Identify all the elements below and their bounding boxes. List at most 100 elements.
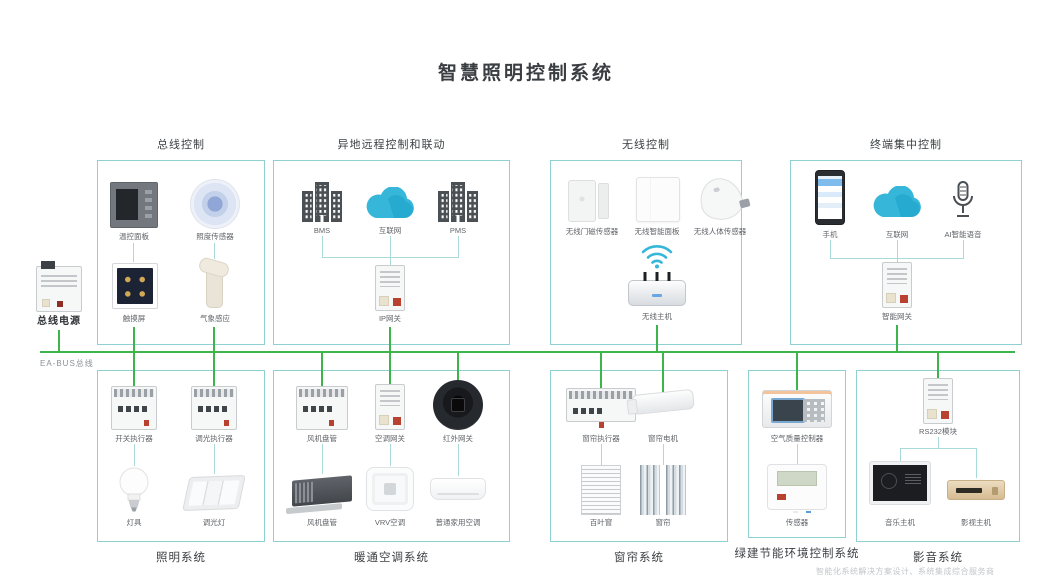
curtain-motor-label: 窗帘电机 (648, 434, 678, 443)
internet-label: 互联网 (378, 226, 402, 235)
wireless-smart-panel-label: 无线智能面板 (634, 227, 680, 236)
fan-coil-controller-image (296, 386, 348, 430)
pms-building-icon (438, 182, 478, 222)
wireless-door-sensor-image (568, 180, 609, 222)
bulb-icon (119, 467, 149, 512)
bus-power-image (36, 261, 82, 312)
curtain-actuator-label: 窗帘执行器 (582, 434, 620, 443)
connector-line (976, 448, 977, 478)
connector-line (900, 448, 976, 449)
system-title-curtain: 窗帘系统 (614, 552, 664, 564)
connector-line (390, 444, 391, 466)
ir-gateway-label: 红外网关 (443, 434, 473, 443)
section-title-wireless: 无线控制 (622, 139, 670, 151)
fan-coil-label: 风机盘管 (307, 518, 337, 527)
ac-gateway-label: 空调网关 (375, 434, 405, 443)
bus-drop-line (796, 353, 798, 390)
connector-line (663, 444, 664, 465)
switch-actuator-image (111, 386, 157, 430)
touch-screen-label: 触摸屏 (122, 314, 146, 323)
connector-line (938, 437, 939, 448)
bus-line-label: EA-BUS总线 (40, 359, 94, 368)
system-title-green: 绿建节能环境控制系统 (734, 548, 860, 560)
connector-line (322, 444, 323, 474)
thermostat-panel-image (110, 182, 158, 228)
air-quality-controller-image (762, 390, 832, 428)
internet-label: 互联网 (885, 230, 909, 239)
fan-coil-image (292, 475, 352, 507)
connector-line (797, 444, 798, 464)
wifi-icon (641, 245, 673, 269)
ip-gateway-image (375, 265, 405, 311)
bms-building-icon (302, 182, 342, 222)
curtain-image (640, 465, 686, 515)
ai-voice-mic-icon (953, 181, 973, 217)
ai-voice-label: AI智能语音 (944, 230, 982, 239)
connector-line (458, 236, 459, 257)
blinds-image (581, 465, 621, 515)
weather-sensor-label: 气象感应 (200, 314, 230, 323)
curtain-actuator-image (566, 388, 636, 422)
phone-image (815, 170, 845, 225)
ip-gateway-label: IP网关 (378, 314, 402, 323)
illuminance-sensor-label: 照度传感器 (196, 232, 234, 241)
pms-label: PMS (449, 226, 467, 235)
env-sensor-image (767, 464, 827, 510)
thermostat-panel-label: 温控面板 (119, 232, 149, 241)
wireless-human-sensor-label: 无线人体传感器 (693, 227, 747, 236)
wireless-smart-panel-image (636, 177, 680, 222)
touch-screen-image (112, 263, 158, 309)
bus-drop-line (896, 325, 898, 351)
bus-drop-line (389, 353, 391, 384)
connector-line (963, 240, 964, 258)
home-ac-image (430, 478, 486, 500)
dim-lamp-label: 调光灯 (202, 518, 226, 527)
rs232-module-label: RS232模块 (919, 427, 957, 436)
internet-cloud-icon (366, 187, 414, 218)
connector-line (322, 236, 323, 257)
bus-drop-line (937, 353, 939, 378)
wireless-host-image (628, 280, 686, 306)
connector-line (900, 448, 901, 462)
system-title-hvac: 暖通空调系统 (354, 552, 429, 564)
bus-drop-line (389, 327, 391, 351)
bus-drop-line (656, 325, 658, 351)
air-quality-controller-label: 空气质量控制器 (770, 434, 824, 443)
connector-line (390, 236, 391, 265)
connector-line (830, 240, 831, 258)
bus-drop-line (321, 353, 323, 386)
watermark-text: 智能化系统解决方案设计、系统集成综合服务商 (816, 567, 995, 576)
vrv-ac-label: VRV空调 (374, 518, 406, 527)
wireless-door-sensor-label: 无线门磁传感器 (565, 227, 619, 236)
smart-gateway-image (882, 262, 912, 308)
smart-gateway-label: 智能网关 (882, 312, 912, 321)
illuminance-sensor-image (190, 179, 240, 229)
vrv-ac-image (366, 467, 414, 511)
wireless-host-label: 无线主机 (642, 312, 672, 321)
section-title-bus-control: 总线控制 (157, 139, 205, 151)
bus-power-label: 总线电源 (37, 316, 81, 327)
video-host-image (947, 480, 1005, 500)
internet-cloud-icon (873, 186, 921, 217)
bus-drop-line (213, 353, 215, 386)
bus-drop-line (58, 330, 60, 351)
bus-drop-line (133, 327, 135, 351)
bus-drop-line (662, 353, 664, 392)
music-host-label: 音乐主机 (885, 518, 915, 527)
section-title-remote: 异地远程控制和联动 (337, 139, 446, 151)
connector-line (897, 240, 898, 262)
dim-actuator-label: 调光执行器 (195, 434, 233, 443)
bus-drop-line (133, 353, 135, 386)
rs232-module-image (923, 378, 953, 424)
connector-line (214, 243, 215, 259)
music-host-image (870, 462, 930, 504)
bus-drop-line (213, 327, 215, 351)
ac-gateway-image (375, 384, 405, 430)
bus-drop-line (457, 353, 459, 380)
page-title: 智慧照明控制系统 (437, 63, 614, 84)
dim-actuator-image (191, 386, 237, 430)
video-host-label: 影视主机 (961, 518, 991, 527)
switch-actuator-label: 开关执行器 (115, 434, 153, 443)
connector-line (133, 243, 134, 262)
